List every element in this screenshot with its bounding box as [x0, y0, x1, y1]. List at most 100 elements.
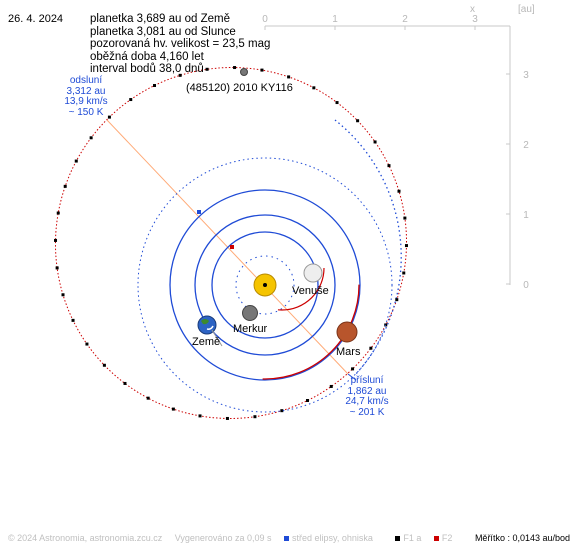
orbit-position-point — [85, 342, 89, 346]
legend-center-text: střed elipsy, ohniska — [291, 533, 373, 543]
orbit-position-point — [351, 367, 355, 371]
x-tick-label: 2 — [402, 14, 408, 25]
orbit-position-point — [312, 86, 316, 90]
y-tick-label: 2 — [523, 140, 529, 151]
orbit-position-point — [305, 399, 309, 403]
object-name: (485120) 2010 KY116 — [186, 82, 293, 94]
x-axis-label: x — [470, 4, 475, 15]
orbit-position-point — [233, 66, 237, 70]
aphelion-distance: 3,312 au — [66, 85, 106, 97]
copyright: © 2024 Astronomia, astronomia.zcu.cz — [8, 533, 163, 543]
date-label: 26. 4. 2024 — [8, 13, 64, 25]
orbit-position-point — [404, 244, 408, 248]
orbit-diagram: 0 1 2 3 3 2 1 0 — [54, 14, 529, 420]
mars-orbit-arc — [170, 190, 360, 380]
perihelion-title: přísluní — [350, 375, 384, 386]
scale-label: Měřítko : 0,0143 au/bod — [474, 533, 570, 543]
axes: 0 1 2 3 3 2 1 0 — [262, 14, 529, 291]
earth-label: Země — [192, 336, 221, 348]
orbit-position-point — [71, 318, 75, 322]
sun — [253, 273, 277, 297]
f2-swatch — [433, 536, 439, 542]
info-block: planetka 3,689 au od Země planetka 3,081… — [90, 13, 270, 76]
outer-dotted-orbit — [137, 157, 393, 413]
orbit-position-point — [178, 73, 182, 77]
venus-label: Venuše — [292, 285, 329, 297]
orbit-position-point — [107, 115, 111, 119]
mercury-label: Merkur — [233, 323, 268, 335]
asteroid-position-points — [54, 66, 408, 420]
x-tick-label: 3 — [472, 14, 478, 25]
orbit-position-point — [403, 216, 407, 220]
asteroid-marker — [240, 68, 248, 76]
x-axis-ticks: 0 1 2 3 — [262, 14, 478, 30]
mars-body — [336, 321, 358, 343]
orbit-position-point — [373, 140, 377, 144]
legend-center: střed elipsy, ohniska — [283, 533, 383, 543]
venus-body — [303, 263, 323, 283]
mars-orbit-outer — [169, 189, 361, 381]
generation-time: Vygenerováno za 0,09 s — [174, 533, 272, 543]
ellipse-center-marker — [197, 210, 201, 214]
info-line-period: oběžná doba 4,160 let — [90, 50, 204, 63]
planet-orbits — [169, 189, 361, 381]
perihelion-temperature: ~ 201 K — [349, 406, 385, 418]
orbit-position-point — [369, 346, 373, 350]
info-line-sun-distance: planetka 3,081 au od Slunce — [90, 25, 236, 38]
perihelion-leader — [347, 373, 357, 381]
info-line-earth-distance: planetka 3,689 au od Země — [90, 13, 231, 25]
orbit-position-point — [335, 101, 339, 105]
orbit-position-point — [153, 83, 157, 87]
orbit-position-point — [61, 293, 65, 297]
focus-f2-marker — [230, 245, 234, 249]
orbit-position-point — [74, 159, 78, 163]
aphelion-title: odsluní — [69, 75, 103, 86]
aphelion-speed: 13,9 km/s — [64, 96, 108, 107]
earth-leader — [211, 329, 223, 347]
mercury-orbit — [235, 255, 295, 315]
mars-label: Mars — [336, 346, 361, 358]
f1-swatch — [395, 536, 401, 542]
info-line-magnitude: pozorovaná hv. velikost = 23,5 mag — [90, 38, 271, 51]
legend-f2-text: F2 — [441, 533, 453, 543]
perihelion-speed: 24,7 km/s — [345, 396, 389, 407]
x-tick-label: 0 — [262, 14, 268, 25]
inner-red-arc — [239, 225, 325, 311]
y-tick-label: 3 — [523, 70, 529, 81]
orbit-position-point — [54, 238, 58, 242]
orbit-position-point — [225, 416, 229, 420]
orbit-position-point — [123, 381, 127, 385]
perihelion-info: přísluní 1,862 au 24,7 km/s ~ 201 K — [336, 375, 398, 418]
orbit-position-point — [129, 98, 133, 102]
orbit-position-point — [402, 271, 406, 275]
orbit-position-point — [55, 266, 59, 270]
venus-orbit — [211, 231, 319, 339]
legend-foci: F1 a F2 — [395, 533, 462, 543]
x-tick-label: 1 — [332, 14, 338, 25]
orbit-position-point — [395, 298, 399, 302]
legend-f1-text: F1 a — [403, 533, 422, 543]
orbit-position-point — [56, 211, 60, 215]
orbit-position-point — [397, 189, 401, 193]
orbit-position-point — [171, 407, 175, 411]
orbit-position-point — [63, 184, 67, 188]
aphelion-info: odsluní 3,312 au 13,9 km/s ~ 150 K — [54, 75, 118, 118]
orbit-position-point — [280, 409, 284, 413]
earth-orbit — [194, 214, 336, 356]
solar-system-view: 0 1 2 3 3 2 1 0 — [8, 4, 570, 543]
orbit-position-point — [253, 415, 257, 419]
orbit-position-point — [260, 68, 264, 72]
orbit-position-point — [287, 75, 291, 79]
orbit-position-point — [387, 164, 391, 168]
orbit-position-point — [205, 67, 209, 71]
earth-body — [197, 315, 217, 335]
orbit-position-point — [198, 414, 202, 418]
orbit-position-point — [146, 396, 150, 400]
mercury-body — [242, 305, 258, 321]
orbit-position-point — [102, 363, 106, 367]
y-tick-label: 1 — [523, 210, 529, 221]
aphelion-temperature: ~ 150 K — [68, 106, 104, 118]
sun-center — [263, 283, 267, 287]
orbit-position-point — [329, 384, 333, 388]
